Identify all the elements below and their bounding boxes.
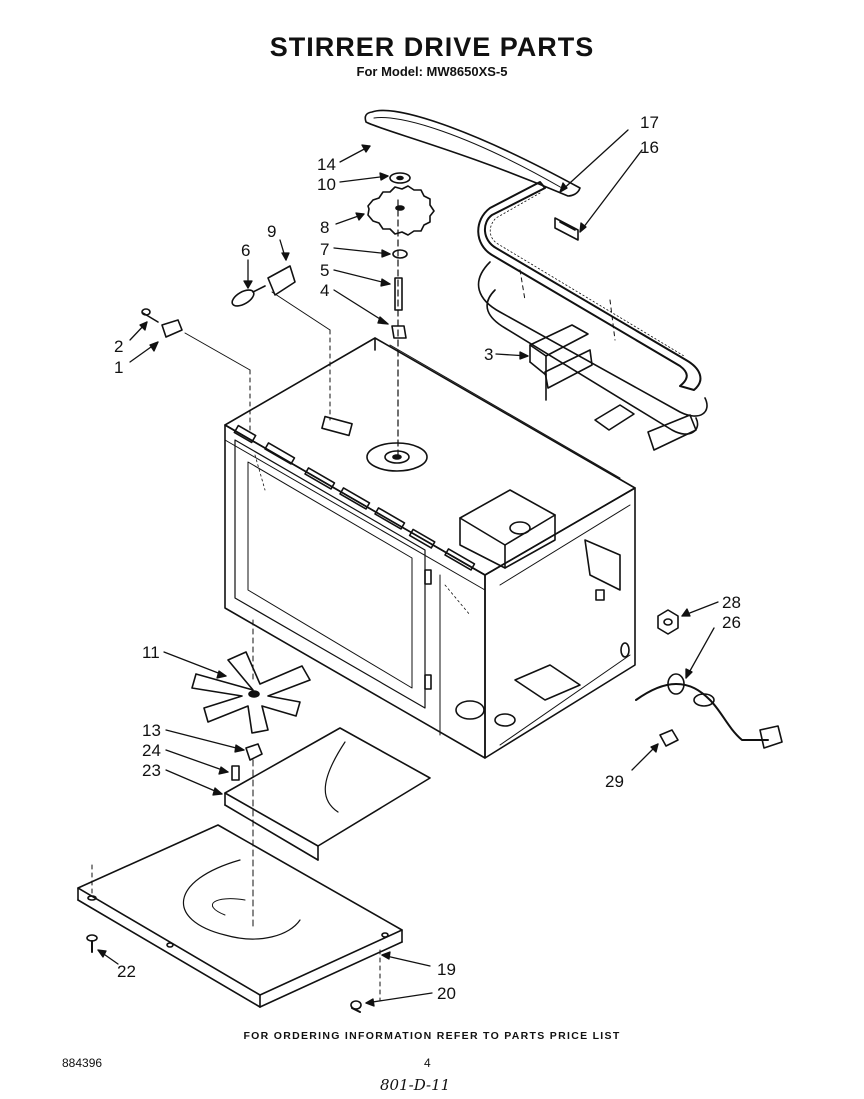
callout-10: 10 [317,175,336,194]
drive-belt-part-14 [364,109,581,197]
plug-part-29 [659,729,679,747]
ordering-note: FOR ORDERING INFORMATION REFER TO PARTS … [243,1030,621,1042]
callout-8: 8 [320,218,329,237]
power-cord-part-26 [635,683,769,741]
stirrer-cover-part-23 [224,727,431,861]
lamp-part-6 [231,289,255,307]
callout-24: 24 [142,741,161,760]
bottom-plate-part-19 [77,824,403,1008]
callout-14: 14 [317,155,336,174]
stirrer-shaft-assembly [367,172,435,456]
power-cord-assembly [635,609,783,749]
bushing-part-4 [391,325,407,339]
oven-cabinet-frame [224,337,636,759]
callout-29: 29 [605,772,624,791]
page-title: STIRRER DRIVE PARTS [269,32,595,62]
page-number: 4 [424,1056,431,1070]
washer-part-10 [389,172,411,184]
callout-28: 28 [722,593,741,612]
washer-part-7 [392,249,408,259]
handwritten-note: 801-D-11 [380,1076,451,1094]
lamp-socket-part-9 [267,265,296,296]
callout-1: 1 [114,358,123,377]
callout-labels: 14 10 8 9 6 7 5 4 2 1 17 16 3 11 13 24 2… [114,113,741,1003]
callout-9: 9 [267,222,276,241]
screws-parts-22-20 [86,934,381,1013]
pin-part-24 [231,765,240,781]
nut-part-13 [245,743,263,761]
lamp-assembly [231,265,331,421]
callout-leaders [97,129,719,1007]
callout-4: 4 [320,281,329,300]
callout-22: 22 [117,962,136,981]
waveguide-assembly [477,181,708,451]
callout-5: 5 [320,261,329,280]
callout-16: 16 [640,138,659,157]
callout-13: 13 [142,721,161,740]
callout-7: 7 [320,240,329,259]
screws-parts-1-2 [141,308,251,431]
gasket-part-17 [477,181,702,391]
duct-part-16 [477,261,708,417]
callout-17: 17 [640,113,659,132]
callout-23: 23 [142,761,161,780]
callout-3: 3 [484,345,493,364]
callout-20: 20 [437,984,456,1003]
stirrer-fan-assembly [191,619,311,931]
stirrer-pulley-part-8 [367,185,435,236]
callout-26: 26 [722,613,741,632]
callout-2: 2 [114,337,123,356]
callout-19: 19 [437,960,456,979]
shaft-part-5 [394,277,403,311]
nut-part-28 [657,609,679,635]
document-number: 884396 [62,1056,103,1070]
bracket-part-3 [529,324,589,357]
stirrer-blade-part-11 [191,651,311,734]
model-subtitle: For Model: MW8650XS-5 [356,64,508,79]
callout-6: 6 [241,241,250,260]
callout-11: 11 [142,643,160,662]
